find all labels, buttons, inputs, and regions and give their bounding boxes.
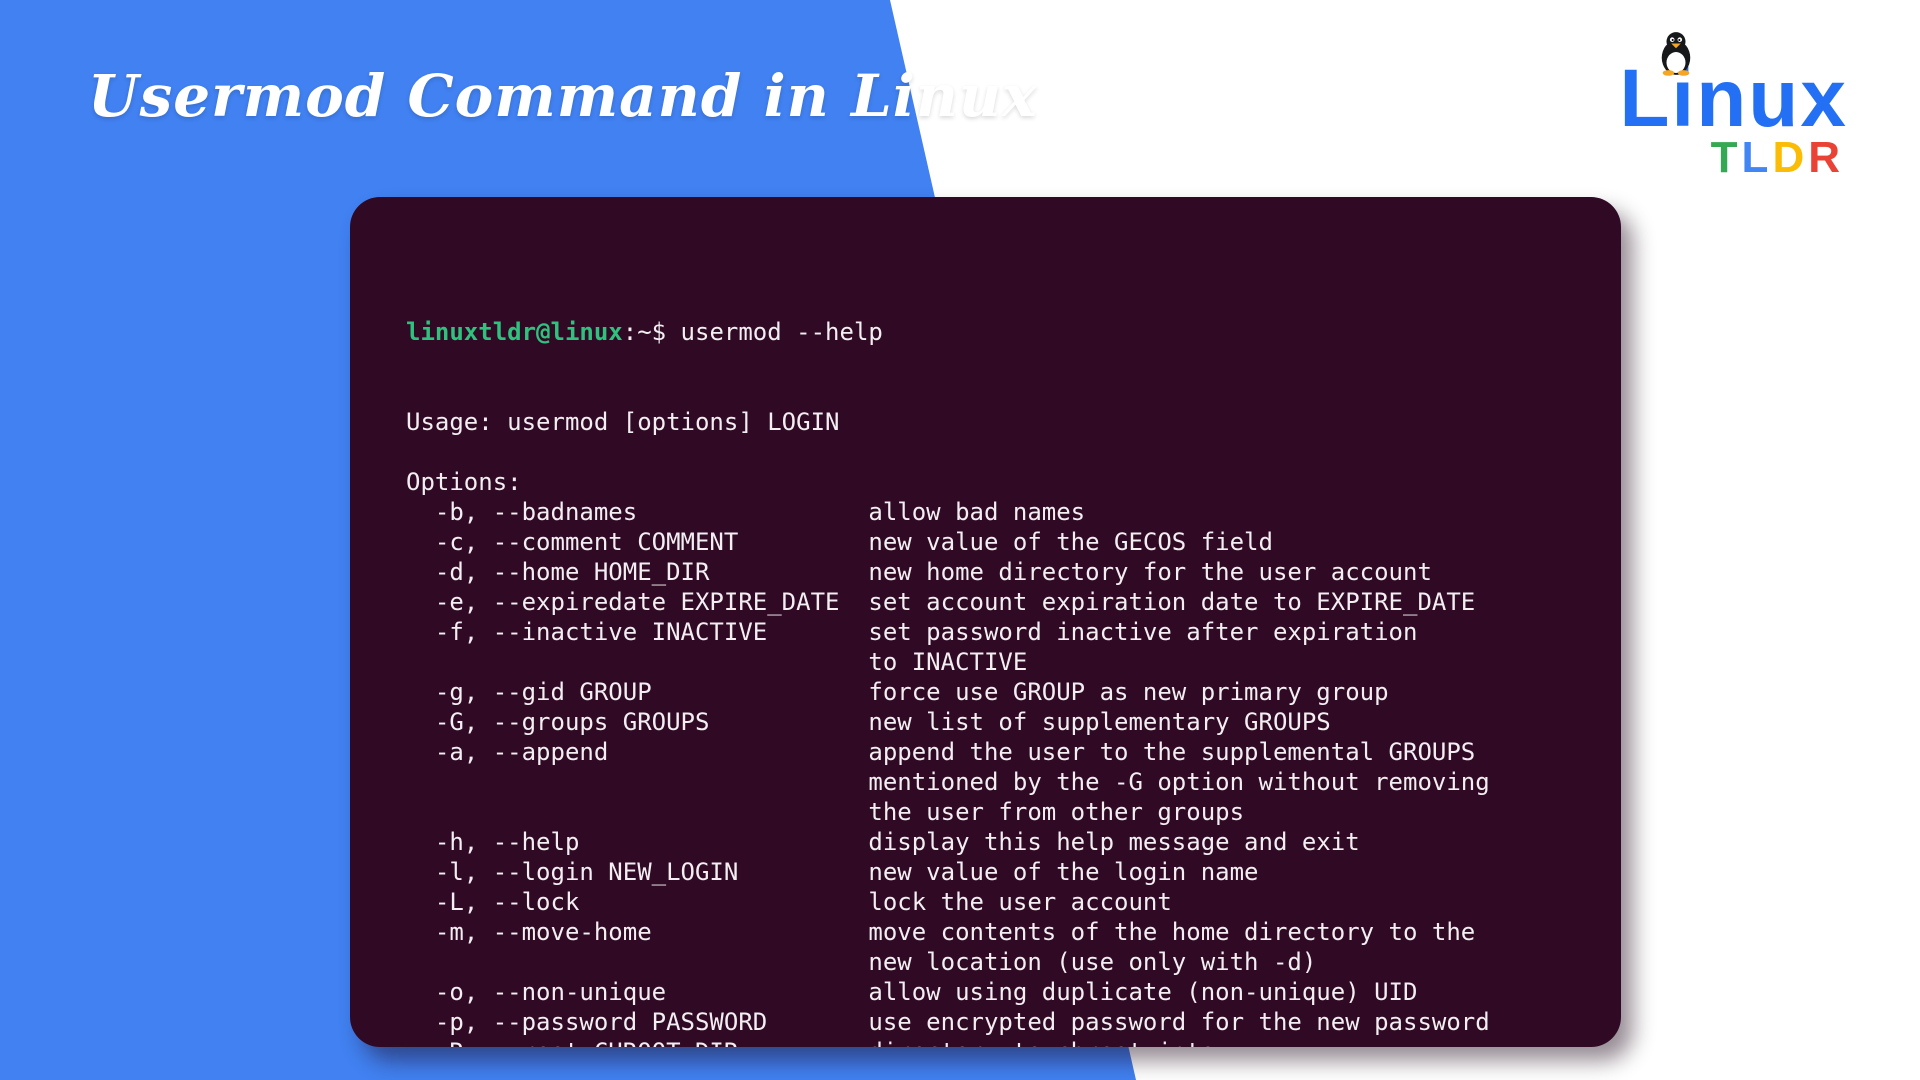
tldr-letter-r: R xyxy=(1808,133,1844,182)
tldr-letter-l: L xyxy=(1741,133,1773,182)
tldr-letter-t: T xyxy=(1710,133,1742,182)
prompt-user-host: linuxtldr@linux xyxy=(406,318,623,346)
terminal-window[interactable]: linuxtldr@linux:~$ usermod --help Usage:… xyxy=(350,197,1621,1047)
tldr-wordmark: TLDR xyxy=(1711,136,1844,180)
prompt-command: usermod --help xyxy=(680,318,883,346)
linux-wordmark: Linux xyxy=(1619,32,1848,140)
page-title: Usermod Command in Linux xyxy=(88,62,1038,130)
terminal-output: linuxtldr@linux:~$ usermod --help Usage:… xyxy=(350,197,1621,1047)
prompt-separator: :~$ xyxy=(622,318,681,346)
tux-penguin-icon xyxy=(1662,32,1691,76)
tldr-letter-d: D xyxy=(1772,133,1809,182)
linux-wordmark-text: Linux xyxy=(1619,53,1848,144)
linux-tldr-logo: Linux TLDR xyxy=(1619,32,1848,180)
terminal-prompt-line: linuxtldr@linux:~$ usermod --help xyxy=(406,317,1591,347)
terminal-help-text: Usage: usermod [options] LOGIN Options: … xyxy=(406,408,1490,1047)
